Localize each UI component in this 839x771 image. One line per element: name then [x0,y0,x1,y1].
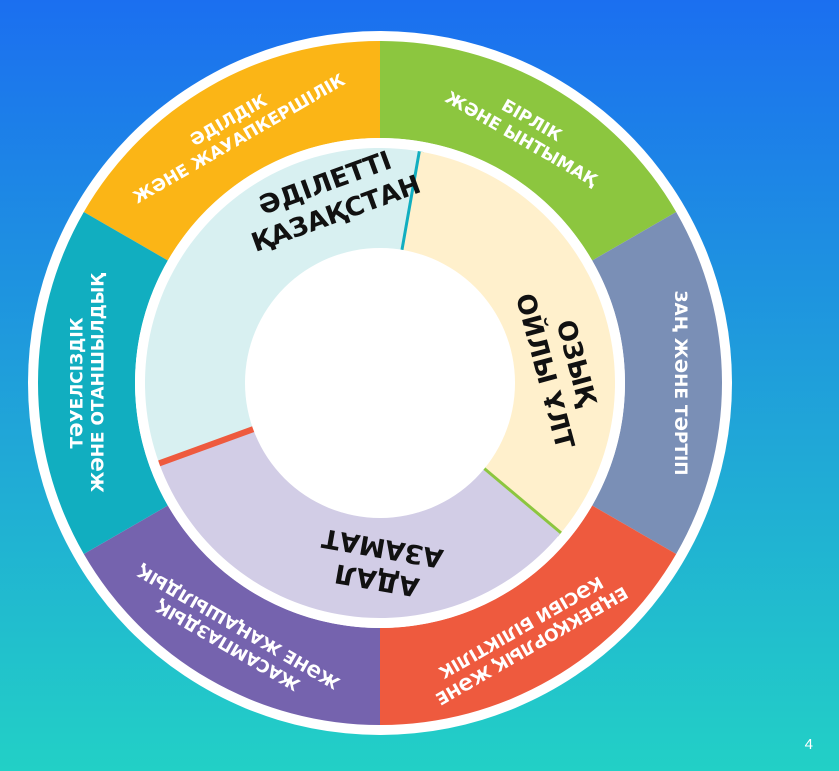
outer-segment-5 [83,505,381,725]
outer-segment-6 [38,212,168,554]
outer-label-3: ЗАҢ ЖӘНЕ ТӘРТІП [670,290,690,475]
slide-number: 4 [804,736,813,753]
center-disc [245,248,515,518]
outer-segment-3 [592,212,722,554]
outer-label-6-line-2: ЖӘНЕ ОТАНШЫЛДЫҚ [89,273,109,493]
outer-segment-2 [380,41,677,261]
inner-segment-1 [145,147,421,464]
inner-segment-3 [159,427,561,618]
outer-label-6-line-1: ТӘУЕЛСІЗДІК [67,317,87,448]
outer-label-3-line-1: ЗАҢ ЖӘНЕ ТӘРТІП [670,290,690,475]
center-disc-group [245,248,515,518]
outer-segment-1 [83,41,381,261]
outer-segment-4 [380,505,677,725]
inner-segment-edge-3 [158,424,259,467]
